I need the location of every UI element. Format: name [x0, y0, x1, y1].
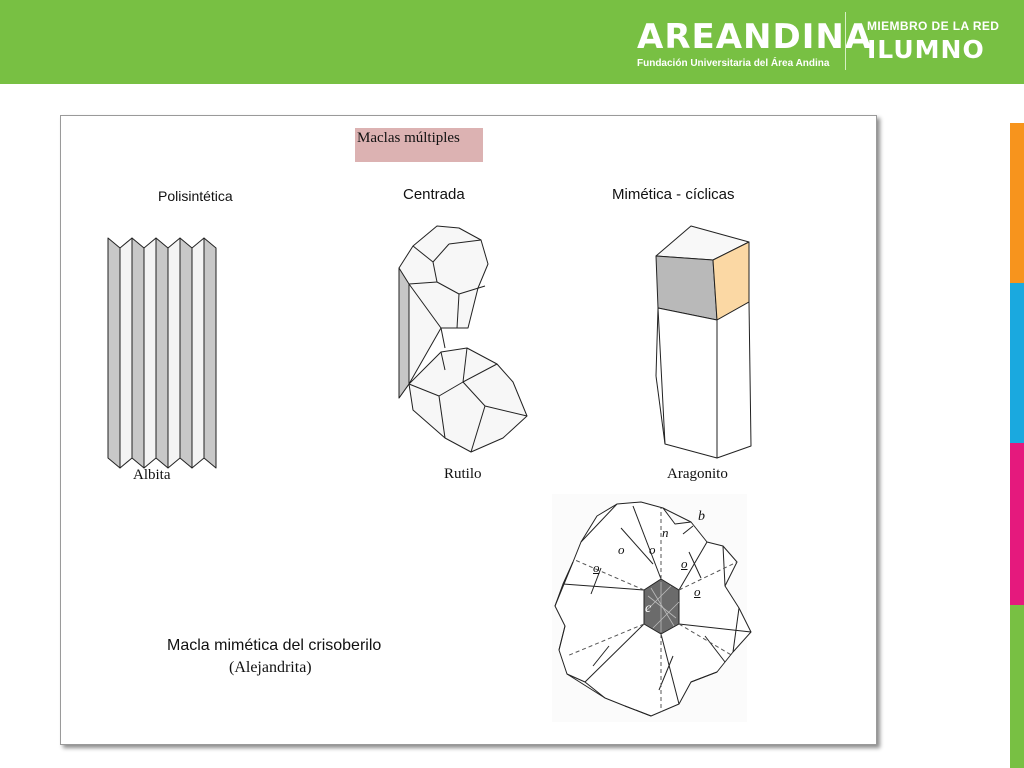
face-label-o-5: o: [694, 584, 701, 599]
label-mimetica: Mimética - cíclicas: [612, 186, 735, 203]
crisoberilo-caption: Macla mimética del crisoberilo: [167, 637, 382, 654]
side-stripe-orange: [1010, 123, 1024, 283]
crisoberilo-caption-variety: (Alejandrita): [229, 659, 312, 676]
areandina-logo[interactable]: AREANDINA Fundación Universitaria del Ár…: [637, 20, 872, 69]
aragonito-crystal-figure: [655, 225, 752, 459]
label-albita: Albita: [133, 467, 171, 483]
crisoberilo-crystal-figure: [552, 494, 752, 722]
crystal-drawings: [107, 225, 752, 722]
label-rutilo: Rutilo: [444, 466, 482, 482]
network-label: MIEMBRO DE LA RED: [867, 19, 1000, 33]
side-stripe-blue: [1010, 283, 1024, 443]
label-centrada: Centrada: [403, 186, 465, 203]
label-polisintetica: Polisintética: [158, 188, 233, 204]
title-highlight: [355, 128, 483, 162]
header-bar: AREANDINA Fundación Universitaria del Ár…: [0, 0, 1024, 84]
label-aragonito: Aragonito: [667, 466, 728, 482]
face-label-o-4: o: [681, 556, 688, 571]
face-label-o-1: o: [618, 542, 625, 557]
side-stripe-magenta: [1010, 443, 1024, 605]
twinning-diagram-panel: Maclas múltiples Polisintética Centrada …: [60, 115, 877, 745]
network-name: ILUMNO: [867, 35, 985, 64]
rutilo-crystal-figure: [398, 225, 528, 453]
face-label-c: c: [645, 601, 652, 616]
brand-name: AREANDINA: [637, 17, 873, 57]
face-label-n: n: [662, 525, 669, 540]
albita-crystal-figure: [107, 237, 217, 469]
ilumno-logo[interactable]: MIEMBRO DE LA RED ILUMNO: [867, 19, 999, 64]
logo-divider: [845, 12, 846, 70]
face-label-o-2: o: [649, 542, 656, 557]
side-stripe-green: [1010, 605, 1024, 768]
brand-subtitle: Fundación Universitaria del Área Andina: [637, 58, 830, 69]
face-label-o-3: o: [593, 560, 600, 575]
face-label-b: b: [698, 509, 705, 524]
diagram-title: Maclas múltiples: [357, 130, 460, 146]
